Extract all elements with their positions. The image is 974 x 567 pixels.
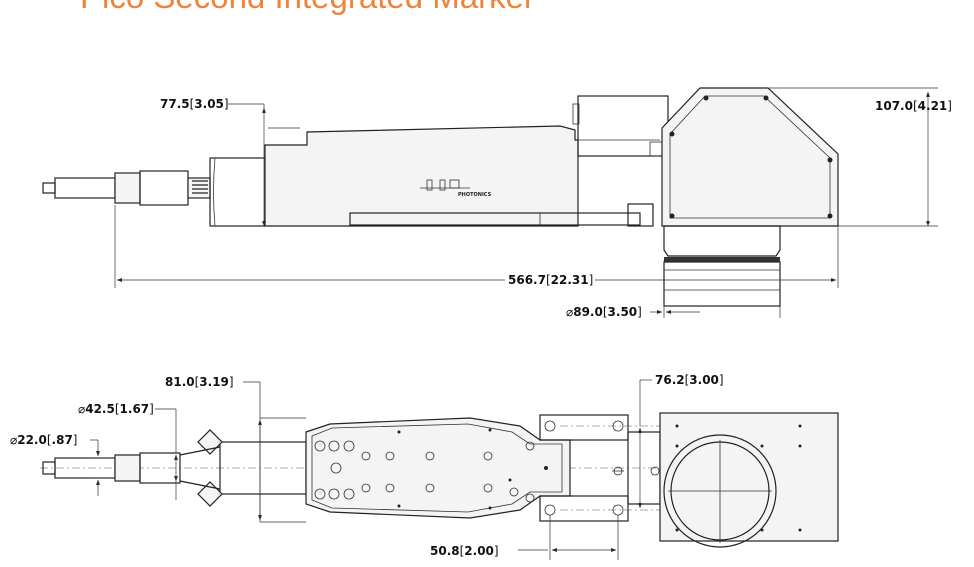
svg-text:77.5[3.05]: 77.5[3.05] xyxy=(160,97,229,111)
dimension-mount-offset: 50.8[2.00] xyxy=(430,515,619,560)
dimension-collimator-diameter: ⌀42.5[1.67] xyxy=(78,402,178,500)
svg-text:107.0[4.21]: 107.0[4.21] xyxy=(875,99,952,113)
logo-text: PHOTONICS xyxy=(458,192,492,198)
top-view: ⌀22.0[.87] ⌀42.5[1.67] 81.0[3.19] 76.2[3… xyxy=(10,373,839,560)
page-title: Pico Second Integrated Marker xyxy=(80,0,535,16)
fiber-cable-side xyxy=(42,170,211,206)
main-body-side: PHOTONICS xyxy=(264,95,669,227)
dimension-lens-diameter: ⌀89.0[3.50] xyxy=(566,305,781,319)
svg-text:⌀89.0[3.50]: ⌀89.0[3.50] xyxy=(566,305,642,319)
fiber-cable-top xyxy=(42,452,181,484)
svg-text:⌀22.0[.87]: ⌀22.0[.87] xyxy=(10,433,77,447)
lens-side xyxy=(663,225,781,307)
dimension-height-total: 107.0[4.21] xyxy=(768,87,952,227)
svg-text:566.7[22.31]: 566.7[22.31] xyxy=(508,273,593,287)
svg-text:81.0[3.19]: 81.0[3.19] xyxy=(165,375,234,389)
svg-text:76.2[3.00]: 76.2[3.00] xyxy=(655,373,724,387)
main-body-top xyxy=(305,417,571,519)
dimension-mount-spacing: 76.2[3.00] xyxy=(638,373,724,508)
dimension-height-front: 77.5[3.05] xyxy=(160,97,300,226)
collimator-top xyxy=(179,429,307,507)
scan-head-top xyxy=(659,412,839,548)
scan-head-side xyxy=(661,87,839,227)
dimension-fiber-diameter: ⌀22.0[.87] xyxy=(10,433,115,496)
collimator-side xyxy=(209,157,266,227)
dimension-body-width: 81.0[3.19] xyxy=(165,375,306,523)
dimension-overall-length: 566.7[22.31] xyxy=(114,205,839,288)
svg-text:⌀42.5[1.67]: ⌀42.5[1.67] xyxy=(78,402,154,416)
svg-text:50.8[2.00]: 50.8[2.00] xyxy=(430,544,499,558)
side-view: PHOTONICS 77.5[3.05] xyxy=(42,87,952,319)
